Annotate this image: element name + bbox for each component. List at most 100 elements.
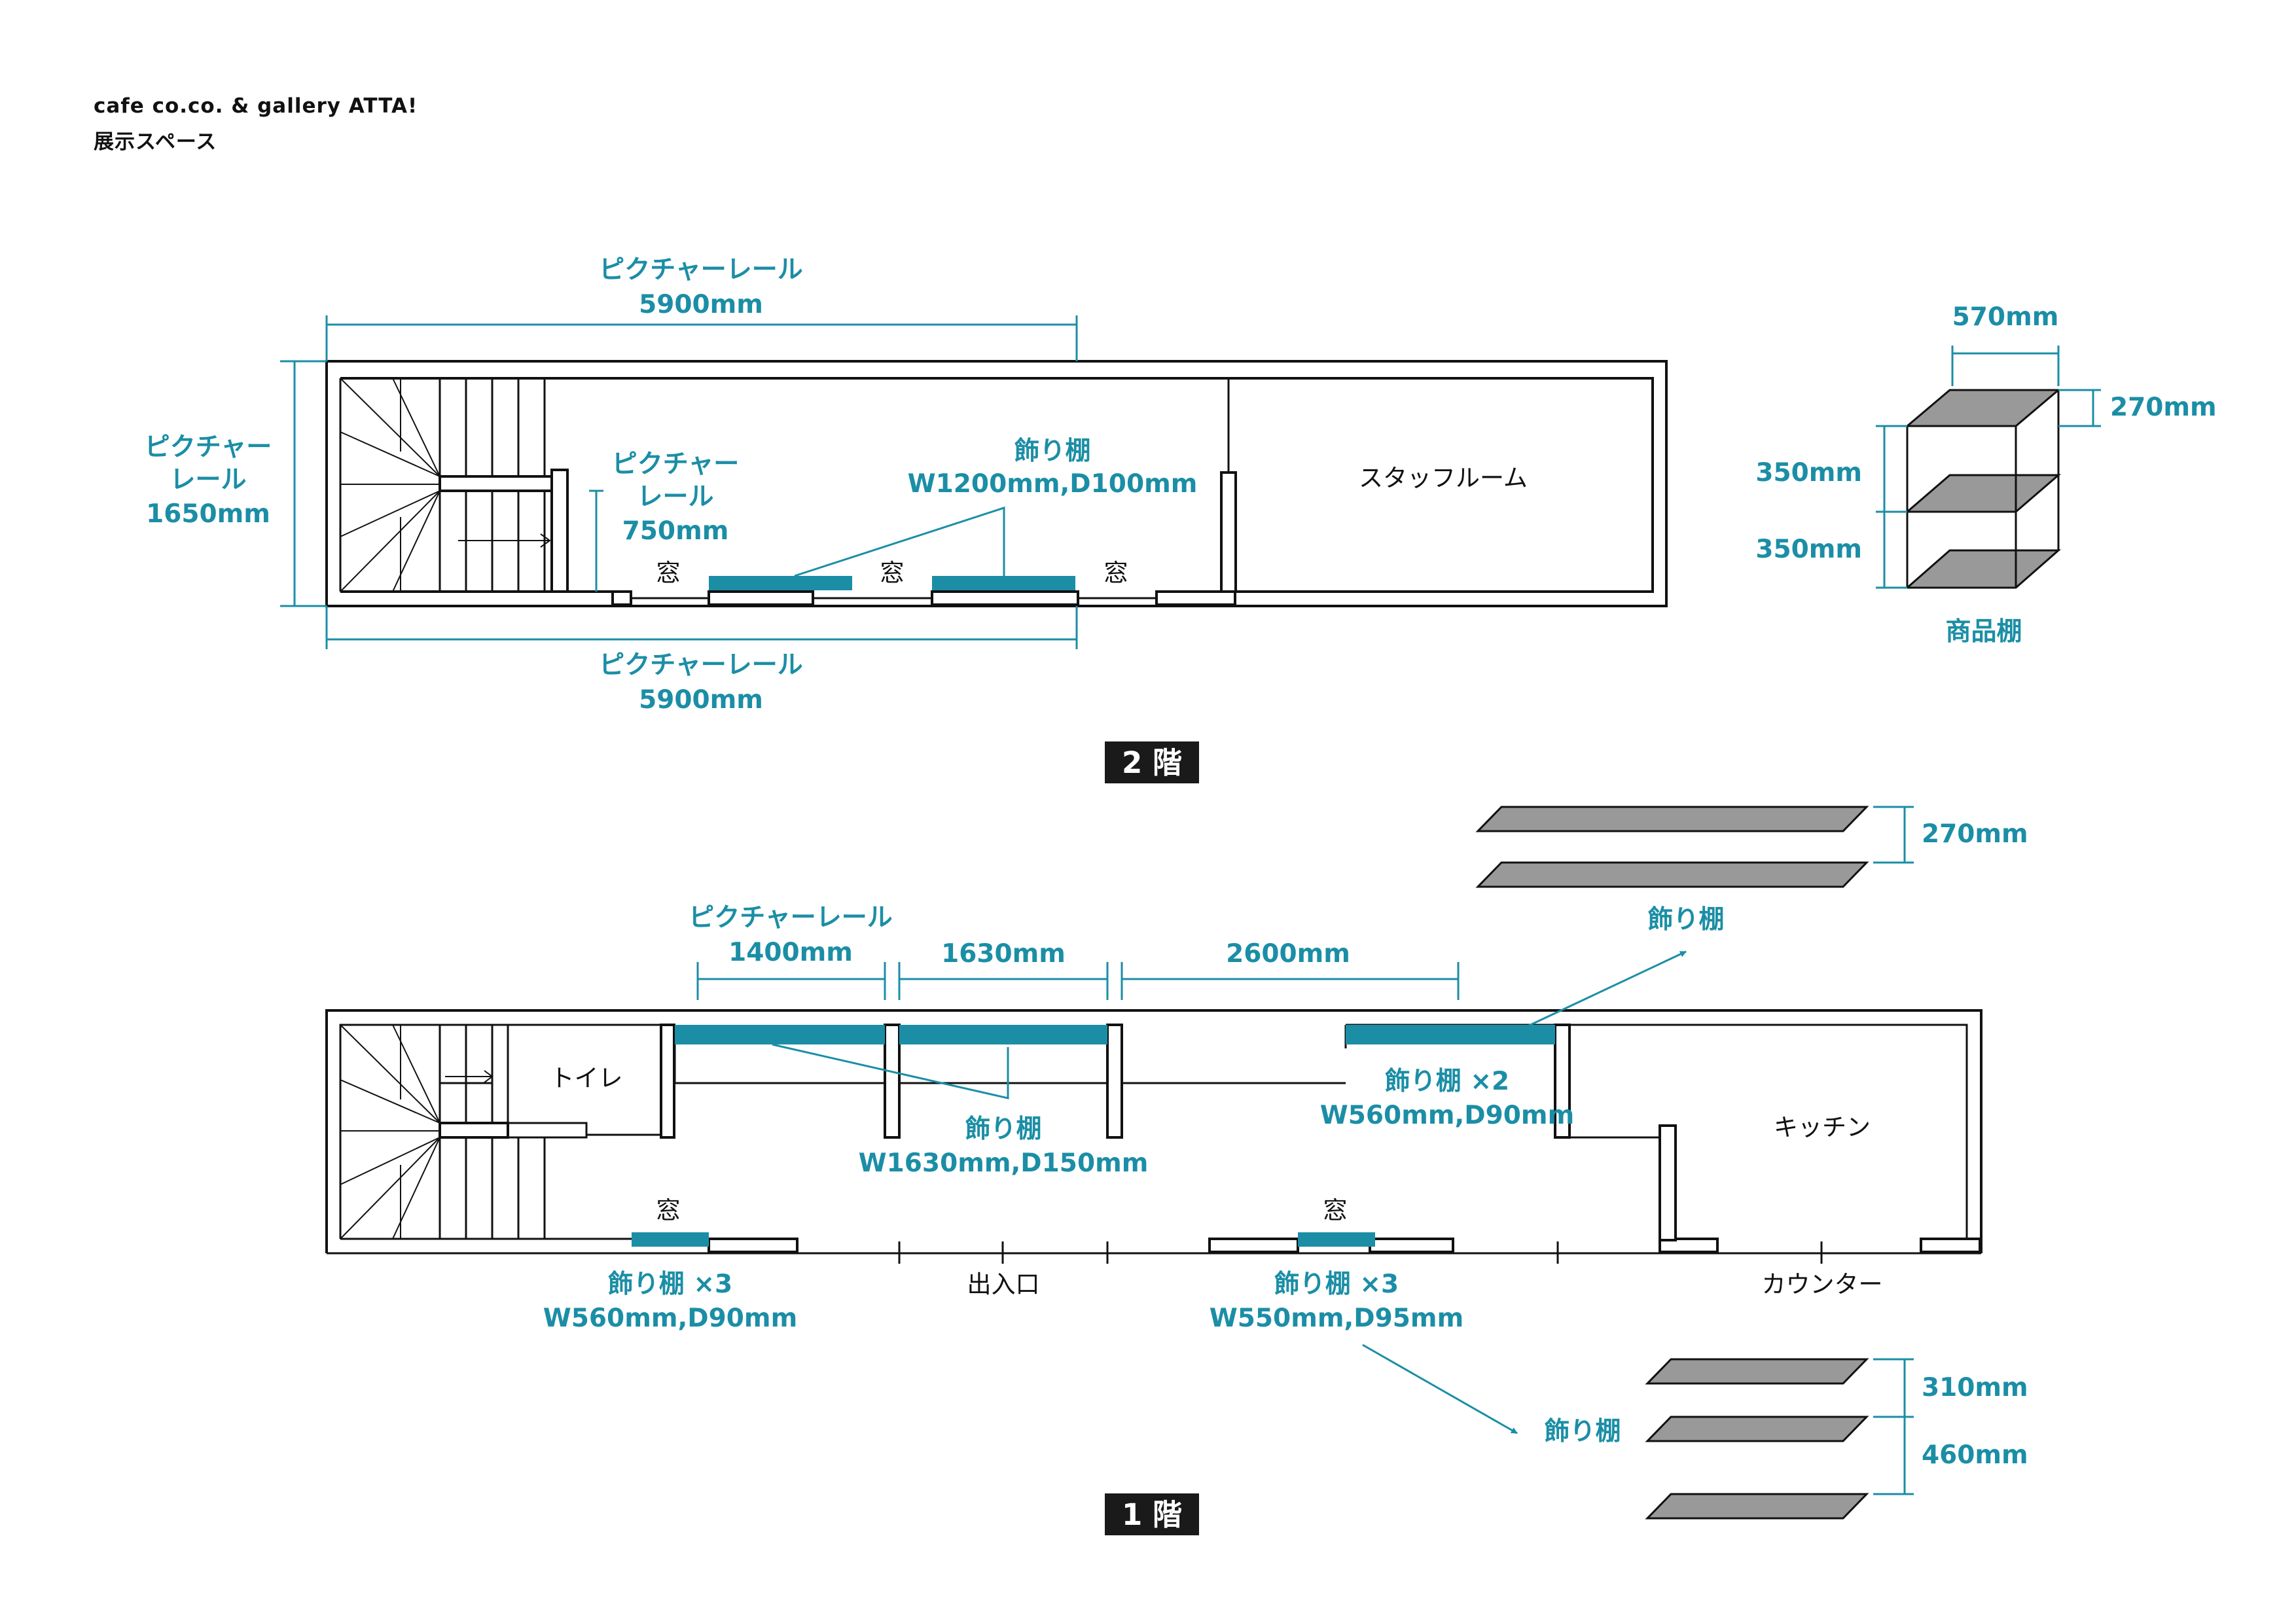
floor1-shelf-center-size: W1630mm,D150mm xyxy=(859,1149,1149,1178)
floor1-toilet-wall xyxy=(507,1025,588,1139)
floor1-shelf-center-2 xyxy=(899,1025,1107,1044)
floor1-detail-bottom: 310mm 460mm 飾り棚 xyxy=(1544,1358,2028,1520)
floor1-shelf-right xyxy=(1346,1025,1555,1044)
floor2-window-label-3: 窓 xyxy=(1104,559,1128,587)
floor1-toilet-label: トイレ xyxy=(550,1064,623,1092)
product-shelf-lower-height: 350mm xyxy=(1755,535,1862,564)
floor1-shelf-right-arrow xyxy=(1527,950,1687,1027)
floor1-post-3 xyxy=(1106,1024,1123,1139)
header-subtitle: 展示スペース xyxy=(94,130,217,154)
floor2-wall-stub xyxy=(611,590,632,606)
floor2-rail-bottom-length: 5900mm xyxy=(639,685,763,715)
floor2-inner-wall xyxy=(340,377,1654,593)
floor1-rail-length-1: 1400mm xyxy=(728,938,853,967)
floor2-shelf-size: W1200mm,D100mm xyxy=(908,469,1198,499)
header-title: cafe co.co. & gallery ATTA! xyxy=(94,94,418,118)
floor1-counter-frame-2 xyxy=(1920,1238,1981,1253)
floor1-entrance-label: 出入口 xyxy=(967,1270,1040,1298)
floor2-shelf-title: 飾り棚 xyxy=(1014,437,1090,466)
floor2-stair-arrowhead xyxy=(540,533,551,548)
floor1-inner-right xyxy=(1555,1024,1968,1240)
floor2-rail-left-line1: ピクチャー xyxy=(145,433,272,462)
product-shelf-dimensions xyxy=(1876,346,2101,589)
floor2-stair-landing xyxy=(439,475,553,492)
floor1-shelf-window-right-size: W550mm,D95mm xyxy=(1210,1304,1463,1333)
floor2-shelf-1 xyxy=(709,576,852,590)
floor1-window-label-1: 窓 xyxy=(656,1196,681,1224)
floor2-shelf-2 xyxy=(932,576,1075,590)
floor2-staff-partition-post xyxy=(1220,471,1237,593)
detail-bottom-shelf-2 xyxy=(1645,1416,1869,1442)
floor1-label: 1 階 xyxy=(1122,1497,1182,1532)
floor2-window-frame-1 xyxy=(708,590,814,606)
detail-bottom-spacing-upper: 310mm xyxy=(1922,1373,2028,1402)
floor1-post-4 xyxy=(1554,1024,1571,1139)
floor2-rail-left-line2: レール xyxy=(170,465,246,495)
floor1-shelf-window-right-title: 飾り棚 ×3 xyxy=(1274,1270,1399,1299)
floor2-rail-top-title: ピクチャーレール xyxy=(599,255,803,285)
product-shelf-depth: 270mm xyxy=(2110,393,2217,422)
floor1-counter-label: カウンター xyxy=(1762,1270,1883,1298)
floor2-rail-stair-line1: ピクチャー xyxy=(612,450,740,479)
floor1-window-frame-2 xyxy=(1208,1238,1299,1253)
product-shelf-label: 商品棚 xyxy=(1945,617,2022,647)
floor1-plan xyxy=(325,1009,1982,1264)
floor1-shelf-window-left-size: W560mm,D90mm xyxy=(543,1304,797,1333)
floor1-rail-length-2: 1630mm xyxy=(941,939,1066,969)
floor1-stair-treads xyxy=(439,1025,546,1239)
floor1-outer-wall xyxy=(325,1009,1982,1253)
floor1-counter-frame-1 xyxy=(1659,1238,1719,1253)
floor1-stair-landing xyxy=(439,1122,509,1139)
floor2-plan xyxy=(325,360,1668,607)
floor1-shelf-center-1 xyxy=(675,1025,885,1044)
detail-bottom-spacing-lower: 460mm xyxy=(1922,1440,2028,1470)
floor1-shelf-window-1 xyxy=(632,1232,709,1247)
floor1-shelf-window-2 xyxy=(1298,1232,1375,1247)
floor2-dimensions xyxy=(280,315,1078,649)
detail-bottom-shelf-1 xyxy=(1645,1358,1869,1385)
floor2-rail-stair-line2: レール xyxy=(637,482,713,512)
detail-top-spacing: 270mm xyxy=(1922,819,2028,849)
detail-bottom-shelf-3 xyxy=(1645,1493,1869,1520)
product-shelf-drawing xyxy=(1904,389,2062,589)
floor1-window-frame-1 xyxy=(708,1238,798,1253)
floor2-rail-bottom-title: ピクチャーレール xyxy=(599,651,803,680)
floor1-kitchen-label: キッチン xyxy=(1774,1113,1871,1141)
product-shelf-middle xyxy=(1904,474,2062,513)
product-shelf-width: 570mm xyxy=(1952,302,2059,332)
floor2-window-label-2: 窓 xyxy=(880,559,905,587)
floor1-bottom-ticks xyxy=(898,1241,1823,1264)
product-shelf-top xyxy=(1904,389,2062,427)
floor1-stair-winder xyxy=(340,1024,440,1240)
detail-top-shelf-2 xyxy=(1475,861,1869,888)
floor1-label-badge xyxy=(1105,1493,1199,1535)
product-shelf-upper-height: 350mm xyxy=(1755,458,1862,488)
floor2-window-label-1: 窓 xyxy=(656,559,681,587)
detail-top-label: 飾り棚 xyxy=(1647,905,1724,935)
floor2-rail-left-length: 1650mm xyxy=(146,499,270,529)
floor2-label-badge xyxy=(1105,741,1199,783)
floor1-rail-title: ピクチャーレール xyxy=(689,903,893,933)
floor1-window-label-2: 窓 xyxy=(1323,1196,1348,1224)
floor2-label: 2 階 xyxy=(1122,745,1182,780)
detail-top-shelf-1 xyxy=(1475,806,1869,832)
floor2-rail-top-length: 5900mm xyxy=(639,290,763,319)
floor1-kitchen-post xyxy=(1659,1124,1677,1241)
floor1-shelf-right-title: 飾り棚 ×2 xyxy=(1385,1067,1509,1096)
floor1-shelf-window-arrow xyxy=(1362,1344,1518,1435)
detail-bottom-label: 飾り棚 xyxy=(1544,1417,1621,1446)
floor1-dimensions xyxy=(696,962,1460,1099)
floor1-rail-length-3: 2600mm xyxy=(1226,939,1350,969)
floor1-shelf-window-left-title: 飾り棚 ×3 xyxy=(608,1270,732,1299)
floor2-window-frame-2 xyxy=(931,590,1079,606)
floor2-staff-room: スタッフルーム xyxy=(1359,464,1528,492)
floor1-shelf-center-title: 飾り棚 xyxy=(965,1115,1041,1144)
floor2-rail-stair-length: 750mm xyxy=(622,516,729,546)
floor2-window-frame-3 xyxy=(1155,590,1236,606)
product-shelf-bottom xyxy=(1905,549,2061,589)
floor1-post-2 xyxy=(884,1024,901,1139)
floor1-post-1 xyxy=(660,1024,675,1139)
floor1-shelf-right-size: W560mm,D90mm xyxy=(1320,1101,1574,1130)
floor2-stair-post xyxy=(550,469,569,593)
